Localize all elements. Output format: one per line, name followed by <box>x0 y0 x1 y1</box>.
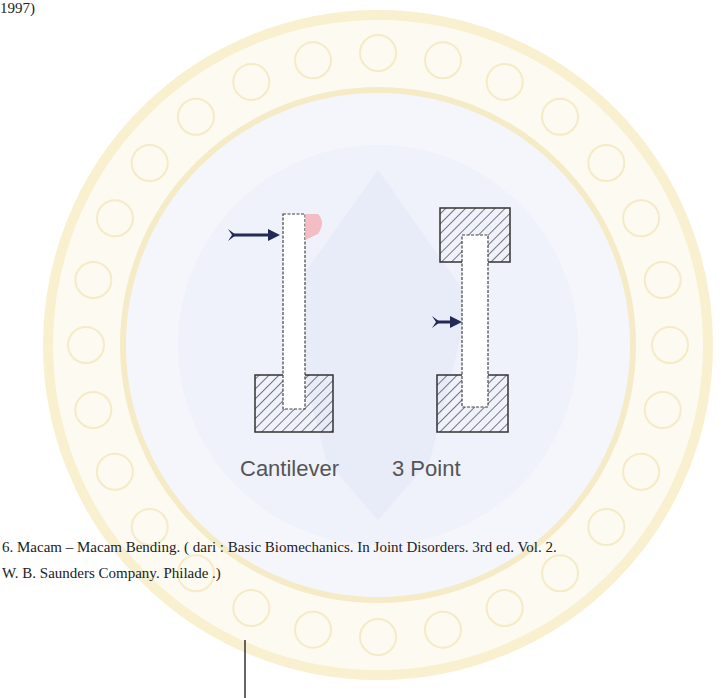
watermark-ornament <box>68 35 688 655</box>
three-point-figure <box>432 208 510 432</box>
margin-line <box>244 640 246 698</box>
figure-label: Cantilever <box>240 456 339 482</box>
figure-label: 3 Point <box>392 456 461 482</box>
figure-caption: 6. Macam – Macam Bending. ( dari : Basic… <box>2 534 562 586</box>
cantilever-figure <box>228 214 333 432</box>
page-text: 1997) <box>0 0 35 17</box>
